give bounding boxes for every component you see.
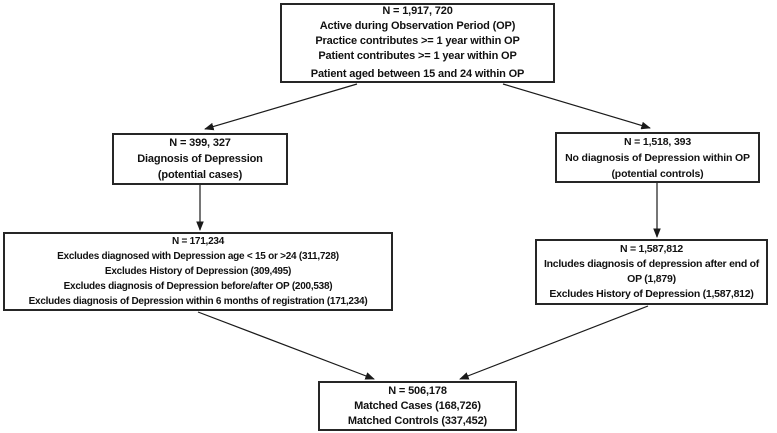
node-criterion: Practice contributes >= 1 year within OP bbox=[315, 35, 520, 47]
node-criterion: (potential controls) bbox=[611, 167, 704, 180]
node-criterion: No diagnosis of Depression within OP bbox=[565, 151, 750, 164]
arrow-top-to-controls bbox=[502, 83, 651, 130]
node-criterion: Patient contributes >= 1 year within OP bbox=[318, 50, 517, 62]
node-controls-exclusions: N = 1,587,812 Includes diagnosis of depr… bbox=[535, 239, 768, 305]
node-criterion: Diagnosis of Depression bbox=[137, 153, 263, 165]
arrow-cases-to-matched bbox=[197, 311, 375, 380]
node-exclusion: Excludes diagnosis of Depression before/… bbox=[63, 281, 333, 292]
node-criterion: Matched Controls (337,452) bbox=[347, 414, 488, 427]
node-matched-cohort: N = 506,178 Matched Cases (168,726) Matc… bbox=[318, 381, 517, 431]
node-exclusion: Excludes diagnosed with Depression age <… bbox=[57, 251, 339, 262]
node-potential-cases: N = 399, 327 Diagnosis of Depression (po… bbox=[112, 133, 288, 185]
node-count: N = 1,917, 720 bbox=[382, 5, 453, 17]
node-count: N = 1,518, 393 bbox=[623, 135, 692, 148]
node-criterion: Patient aged between 15 and 24 within OP bbox=[310, 68, 525, 80]
node-criterion: (potential cases) bbox=[157, 169, 243, 181]
node-exclusion: Excludes History of Depression (1,587,81… bbox=[549, 288, 754, 300]
node-exclusion: Excludes History of Depression (309,495) bbox=[104, 266, 292, 277]
node-count: N = 506,178 bbox=[388, 384, 447, 397]
node-cases-exclusions: N = 171,234 Excludes diagnosed with Depr… bbox=[3, 232, 393, 311]
node-criterion: Matched Cases (168,726) bbox=[354, 399, 481, 412]
node-count: N = 1,587,812 bbox=[619, 243, 683, 255]
node-potential-controls: N = 1,518, 393 No diagnosis of Depressio… bbox=[555, 132, 760, 183]
node-source-population: N = 1,917, 720 Active during Observation… bbox=[280, 3, 555, 83]
node-criterion: Active during Observation Period (OP) bbox=[319, 20, 516, 32]
arrow-top-to-cases bbox=[204, 83, 358, 131]
node-count: N = 399, 327 bbox=[169, 137, 231, 149]
node-exclusion: OP (1,879) bbox=[627, 273, 676, 285]
node-exclusion: Includes diagnosis of depression after e… bbox=[543, 258, 760, 270]
node-exclusion: Excludes diagnosis of Depression within … bbox=[28, 296, 368, 307]
node-count: N = 171,234 bbox=[171, 236, 224, 247]
arrow-controls-to-matched bbox=[459, 305, 649, 380]
